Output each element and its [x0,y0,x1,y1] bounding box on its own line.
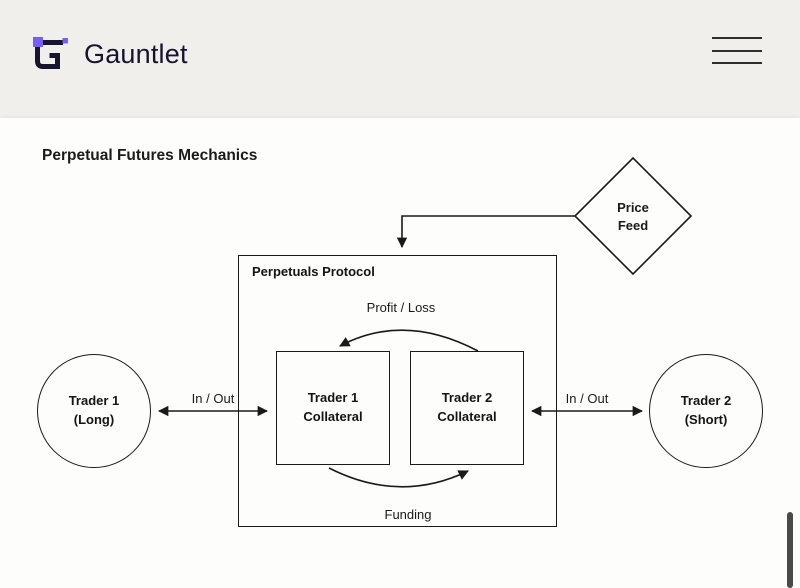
price-feed-label: Price Feed [593,199,673,235]
trader2-line2: (Short) [684,412,728,427]
trader1-line1: Trader 1 [68,393,120,409]
in-out-right-label: In / Out [565,391,609,406]
trader1-collateral-box: Trader 1 Collateral [276,351,390,465]
vertical-scrollbar-thumb[interactable] [787,512,793,588]
trader1-collateral-line2: Collateral [303,409,363,424]
brand-home-link[interactable]: Gauntlet [30,34,188,74]
trader2-short-node: Trader 2 (Short) [649,354,763,468]
trader1-collateral-line1: Trader 1 [307,390,359,406]
site-header: Gauntlet [0,0,800,118]
trader2-collateral-line2: Collateral [437,409,497,424]
trader2-collateral-box: Trader 2 Collateral [410,351,524,465]
profit-loss-label: Profit / Loss [366,300,436,315]
trader2-collateral-line1: Trader 2 [441,390,493,406]
hamburger-bar [712,37,762,39]
hamburger-bar [712,62,762,64]
gauntlet-logo-icon [30,34,70,74]
funding-label: Funding [384,507,432,522]
perpetuals-protocol-box: Perpetuals Protocol [238,255,557,527]
brand-name: Gauntlet [84,38,188,69]
in-out-left-label: In / Out [191,391,235,406]
hamburger-menu-icon[interactable] [712,37,762,64]
trader2-line1: Trader 2 [680,393,732,409]
trader1-line2: (Long) [73,412,115,427]
diagram-title: Perpetual Futures Mechanics [42,147,258,164]
trader1-long-node: Trader 1 (Long) [37,354,151,468]
hamburger-bar [712,49,762,52]
price-feed-line2: Feed [617,218,649,234]
perpetuals-protocol-label: Perpetuals Protocol [252,264,375,279]
price-feed-line1: Price [617,200,649,215]
